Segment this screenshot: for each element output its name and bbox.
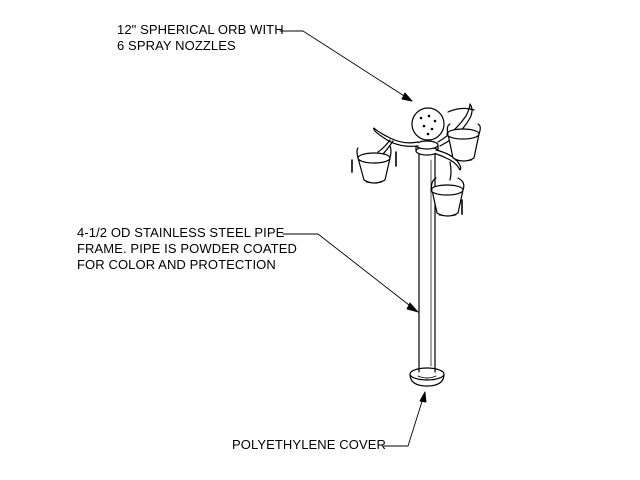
callout-pipe-line-3: FOR COLOR AND PROTECTION	[77, 257, 276, 272]
callout-cover-label: POLYETHYLENE COVER	[232, 437, 386, 453]
curved-arm-right-upper	[437, 103, 475, 147]
leader-line-orb	[279, 30, 413, 102]
callout-pipe-line-2: FRAME. PIPE IS POWDER COATED	[77, 241, 297, 256]
callout-pipe-line-1: 4-1/2 OD STAINLESS STEEL PIPE	[77, 225, 285, 240]
spherical-orb	[411, 107, 445, 141]
bucket-bottom-right	[430, 177, 465, 217]
callout-cover-line-1: POLYETHYLENE COVER	[232, 437, 386, 452]
callout-orb-label: 12" SPHERICAL ORB WITH 6 SPRAY NOZZLES	[117, 22, 284, 54]
polyethylene-cover-base	[409, 367, 445, 387]
callout-orb-line-1: 12" SPHERICAL ORB WITH	[117, 22, 284, 37]
pipe-top-collar	[415, 140, 439, 156]
leader-line-cover	[383, 391, 427, 447]
curved-arm-left	[373, 127, 419, 156]
bucket-top-right	[446, 123, 481, 162]
bucket-left	[351, 145, 397, 184]
callout-orb-line-2: 6 SPRAY NOZZLES	[117, 38, 236, 53]
stainless-steel-pipe	[418, 149, 436, 373]
leader-line-pipe	[282, 233, 419, 313]
callout-pipe-label: 4-1/2 OD STAINLESS STEEL PIPE FRAME. PIP…	[77, 225, 297, 273]
